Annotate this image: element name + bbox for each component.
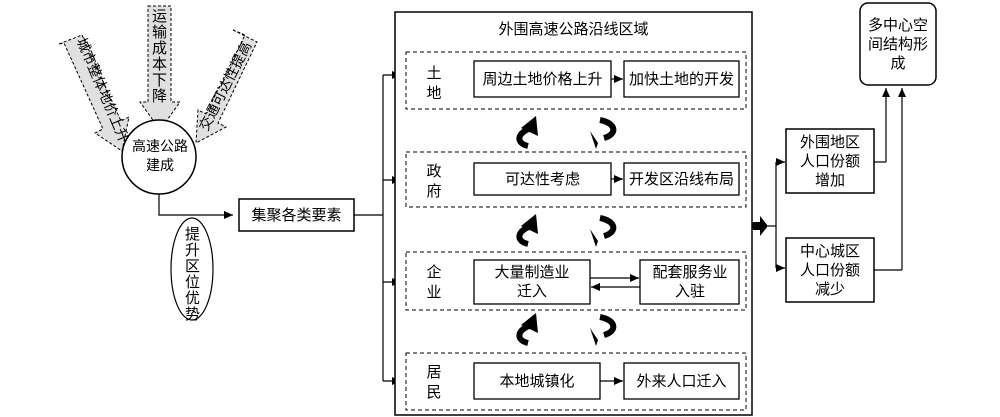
box-enterprise-b-label: 配套服务业入驻 bbox=[652, 263, 728, 300]
box-enterprise-a bbox=[473, 259, 591, 305]
enhance-label: 提升区位优势 bbox=[184, 225, 200, 323]
section-label-enterprise: 企业 bbox=[426, 263, 442, 301]
box-land-b-label: 加快土地的开发 bbox=[628, 69, 734, 88]
box-gov-b-label: 开发区沿线布局 bbox=[628, 169, 734, 188]
section-label-land: 土地 bbox=[426, 64, 442, 102]
box-resident-b bbox=[623, 362, 740, 400]
cycle-arrows-1 bbox=[516, 116, 617, 149]
highway-circle-label: 高速公路建成 bbox=[132, 139, 188, 174]
box-enterprise-b bbox=[639, 259, 740, 305]
section-label-gov: 政府 bbox=[426, 162, 442, 200]
enhance-ellipse bbox=[170, 217, 214, 321]
box-gov-b bbox=[623, 162, 740, 196]
section-frame-land bbox=[405, 51, 747, 110]
gather-box-label: 集聚各类要素 bbox=[251, 205, 342, 224]
box-gov-a bbox=[473, 162, 612, 196]
cycle-arrows-3 bbox=[516, 313, 617, 346]
input-arrow-accessibility bbox=[195, 29, 258, 144]
increase-box bbox=[785, 128, 875, 194]
section-frame-gov bbox=[405, 151, 747, 208]
section-frame-resident bbox=[405, 352, 747, 411]
input-arrow-transport-cost bbox=[139, 5, 181, 131]
circle-to-gather-line bbox=[158, 194, 233, 219]
box-land-b bbox=[623, 60, 740, 98]
box-land-a-label: 周边土地价格上升 bbox=[482, 69, 603, 88]
gather-box bbox=[238, 198, 355, 232]
box-land-a bbox=[473, 60, 612, 98]
cycle-arrows-2 bbox=[516, 214, 617, 247]
section-frame-enterprise bbox=[405, 251, 747, 311]
output-block-arrow bbox=[752, 216, 768, 236]
box-resident-a bbox=[473, 362, 601, 400]
increase-box-label: 外围地区人口份额增加 bbox=[799, 132, 860, 189]
box-enterprise-a-label: 大量制造业迁入 bbox=[494, 263, 570, 300]
section-label-resident: 居民 bbox=[426, 363, 442, 401]
result-box-label: 多中心空间结构形成 bbox=[868, 15, 929, 72]
arrow-text-transport-cost: 运输成本下降 bbox=[151, 7, 167, 105]
box-resident-b-label: 外来人口迁入 bbox=[636, 371, 727, 390]
decrease-box-label: 中心城区人口份额减少 bbox=[799, 241, 860, 298]
box-resident-a-label: 本地城镇化 bbox=[499, 371, 575, 390]
result-box bbox=[859, 2, 937, 86]
box-gov-a-label: 可达性考虑 bbox=[504, 169, 580, 188]
region-title: 外围高速公路沿线区域 bbox=[498, 19, 649, 38]
